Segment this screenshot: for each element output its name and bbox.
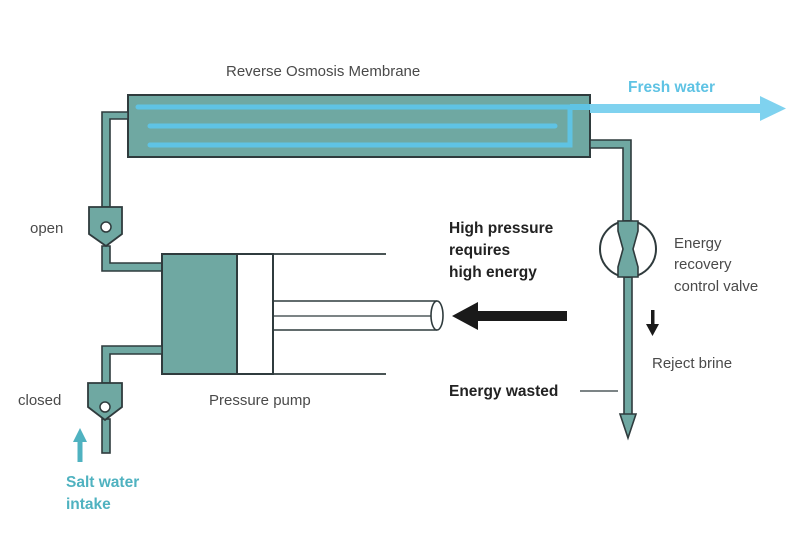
energy-recovery-valve xyxy=(599,220,657,278)
high-pressure-line-2: requires xyxy=(449,242,510,259)
salt-water-line-1: Salt water xyxy=(66,474,139,491)
reject-brine-label: Reject brine xyxy=(652,355,732,372)
reject-pipe xyxy=(589,139,638,441)
ro-membrane xyxy=(127,94,591,158)
energy-recovery-line-1: Energy xyxy=(674,235,722,252)
open-valve xyxy=(88,206,123,248)
salt-water-line-2: intake xyxy=(66,496,111,513)
energy-wasted-label: Energy wasted xyxy=(449,383,558,400)
high-pressure-line-1: High pressure xyxy=(449,220,554,237)
intake-arrow xyxy=(73,428,87,462)
pressure-pump xyxy=(161,253,444,375)
energy-recovery-line-3: control valve xyxy=(674,278,758,295)
fresh-water-label: Fresh water xyxy=(628,79,715,96)
high-pressure-line-3: high energy xyxy=(449,264,537,281)
membrane-label: Reverse Osmosis Membrane xyxy=(226,63,420,80)
energy-recovery-line-2: recovery xyxy=(674,256,732,273)
high-pressure-arrow xyxy=(452,302,567,330)
reject-brine-arrow xyxy=(646,310,659,336)
pressure-pump-label: Pressure pump xyxy=(209,392,311,409)
closed-valve xyxy=(87,382,123,422)
closed-label: closed xyxy=(18,392,61,409)
open-label: open xyxy=(30,220,63,237)
fresh-water-arrow xyxy=(590,96,786,121)
